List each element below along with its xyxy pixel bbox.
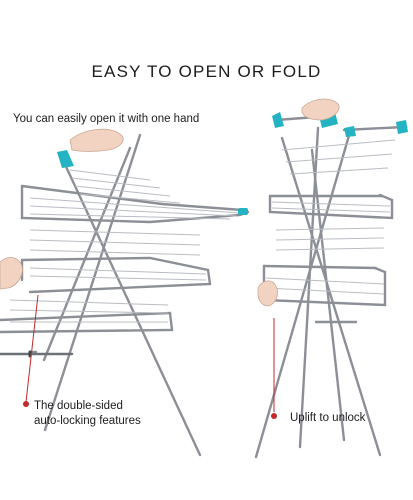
left-callout-text: The double-sided auto-locking features (34, 399, 141, 429)
right-callout-dot (271, 413, 277, 419)
left-rack-accents (57, 150, 248, 215)
hand-icon (0, 128, 124, 290)
left-callout-line2: auto-locking features (34, 415, 141, 427)
drying-rack-folded-icon (254, 114, 406, 459)
right-rack-wires (265, 139, 396, 295)
left-callout-dot (23, 401, 29, 407)
left-rack-wires (9, 169, 241, 323)
right-rack-accents (272, 108, 408, 137)
page-title: EASY TO OPEN OR FOLD (91, 62, 322, 81)
right-callout-text: Uplift to unlock (290, 412, 366, 424)
left-callout-line1: The double-sided (34, 400, 123, 412)
left-callout-line (25, 294, 39, 403)
left-subtitle: You can easily open it with one hand (13, 113, 200, 125)
hand-icon (257, 98, 340, 307)
